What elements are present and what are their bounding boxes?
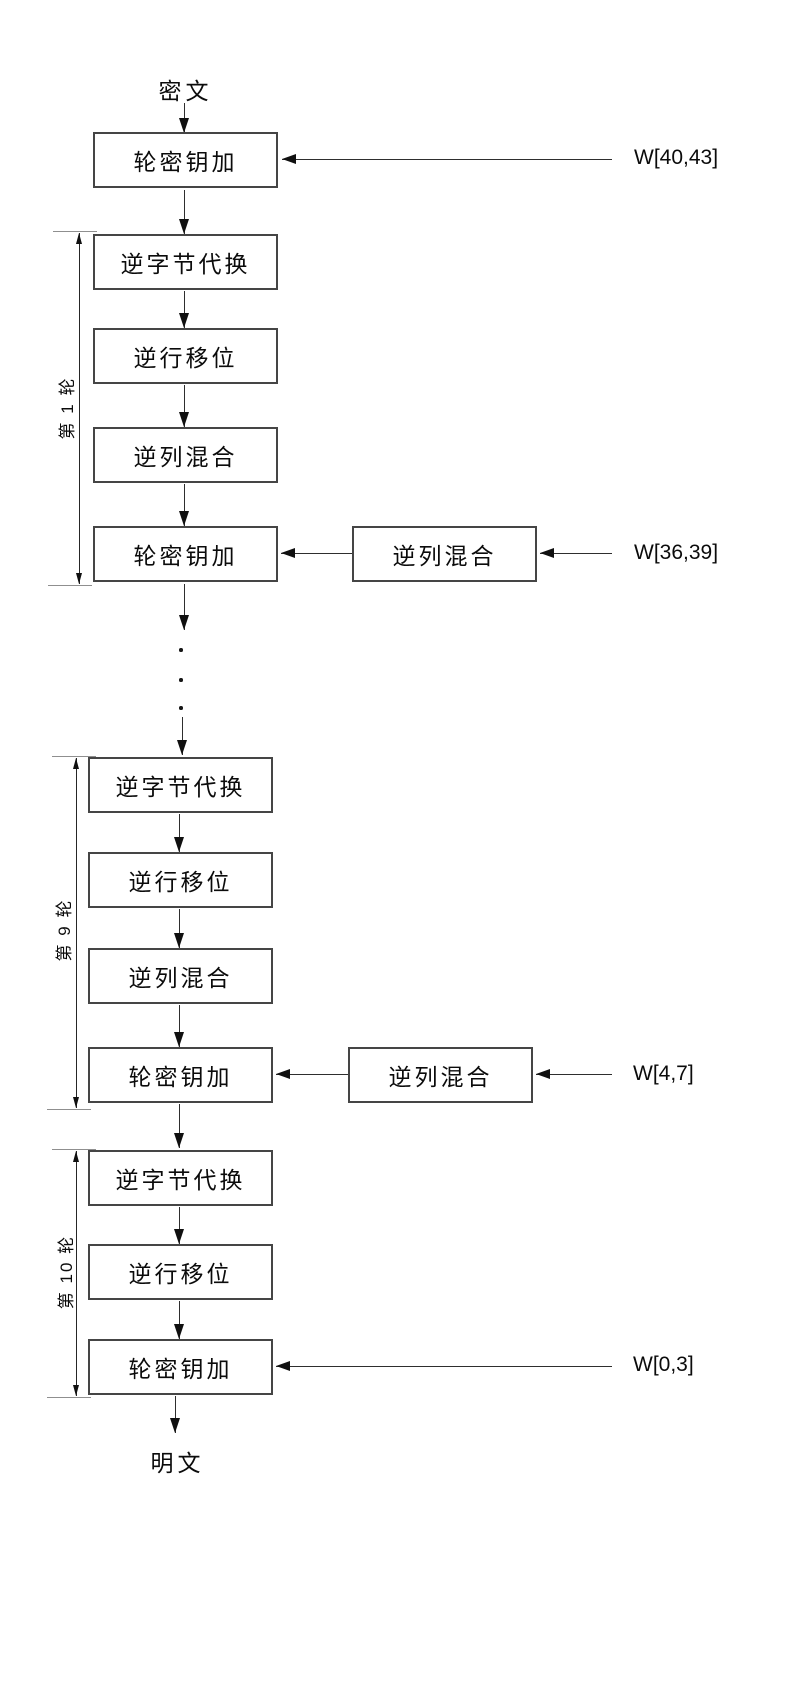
extent-tick	[47, 1109, 91, 1110]
inv-mix-columns-box: 逆列混合	[88, 948, 273, 1004]
extent-tick	[53, 231, 97, 232]
ciphertext-label: 密文	[158, 78, 213, 104]
inv-mix-columns-box: 逆列混合	[93, 427, 278, 483]
down-arrow	[169, 1396, 180, 1433]
side-arrow	[276, 1068, 348, 1079]
down-arrow	[173, 1104, 184, 1148]
inv-sub-bytes-box: 逆字节代换	[88, 757, 273, 813]
inv-shift-rows-box: 逆行移位	[88, 1244, 273, 1300]
key-arrow	[282, 153, 612, 164]
down-arrow	[178, 103, 189, 133]
round-extent-line	[72, 758, 79, 1108]
round-key-label: W[36,39]	[634, 541, 719, 564]
round-key-label: W[40,43]	[634, 146, 719, 169]
down-arrow	[173, 1005, 184, 1047]
key-arrow	[276, 1360, 612, 1371]
inv-shift-rows-box: 逆行移位	[88, 852, 273, 908]
add-round-key-box: 轮密钥加	[93, 132, 278, 188]
key-arrow	[536, 1068, 612, 1079]
down-arrow	[178, 385, 189, 427]
extent-tick	[52, 1149, 96, 1150]
down-arrow	[178, 190, 189, 234]
down-arrow	[176, 717, 187, 755]
inv-mix-columns-side-box: 逆列混合	[352, 526, 537, 582]
round-key-label: W[4,7]	[633, 1062, 694, 1085]
add-round-key-box: 轮密钥加	[88, 1339, 273, 1395]
add-round-key-box: 轮密钥加	[93, 526, 278, 582]
down-arrow	[178, 291, 189, 328]
extent-tick	[52, 756, 96, 757]
down-arrow	[178, 484, 189, 526]
round-label: 第 1 轮	[58, 376, 77, 440]
plaintext-label: 明文	[150, 1450, 205, 1476]
down-arrow	[173, 1207, 184, 1244]
down-arrow	[173, 814, 184, 852]
inv-sub-bytes-box: 逆字节代换	[93, 234, 278, 290]
side-arrow	[281, 547, 352, 558]
ellipsis-dot	[179, 706, 183, 710]
ellipsis-dot	[179, 648, 183, 652]
extent-tick	[47, 1397, 91, 1398]
ellipsis-dot	[179, 678, 183, 682]
down-arrow	[173, 909, 184, 948]
round-label: 第 10 轮	[57, 1234, 76, 1310]
round-extent-line	[75, 233, 82, 584]
key-arrow	[540, 547, 612, 558]
round-extent-line	[72, 1151, 79, 1396]
extent-tick	[48, 585, 92, 586]
inv-mix-columns-side-box: 逆列混合	[348, 1047, 533, 1103]
down-arrow	[173, 1301, 184, 1339]
inv-sub-bytes-box: 逆字节代换	[88, 1150, 273, 1206]
down-arrow	[178, 584, 189, 630]
round-key-label: W[0,3]	[633, 1353, 694, 1376]
round-label: 第 9 轮	[55, 898, 74, 962]
add-round-key-box: 轮密钥加	[88, 1047, 273, 1103]
inv-shift-rows-box: 逆行移位	[93, 328, 278, 384]
